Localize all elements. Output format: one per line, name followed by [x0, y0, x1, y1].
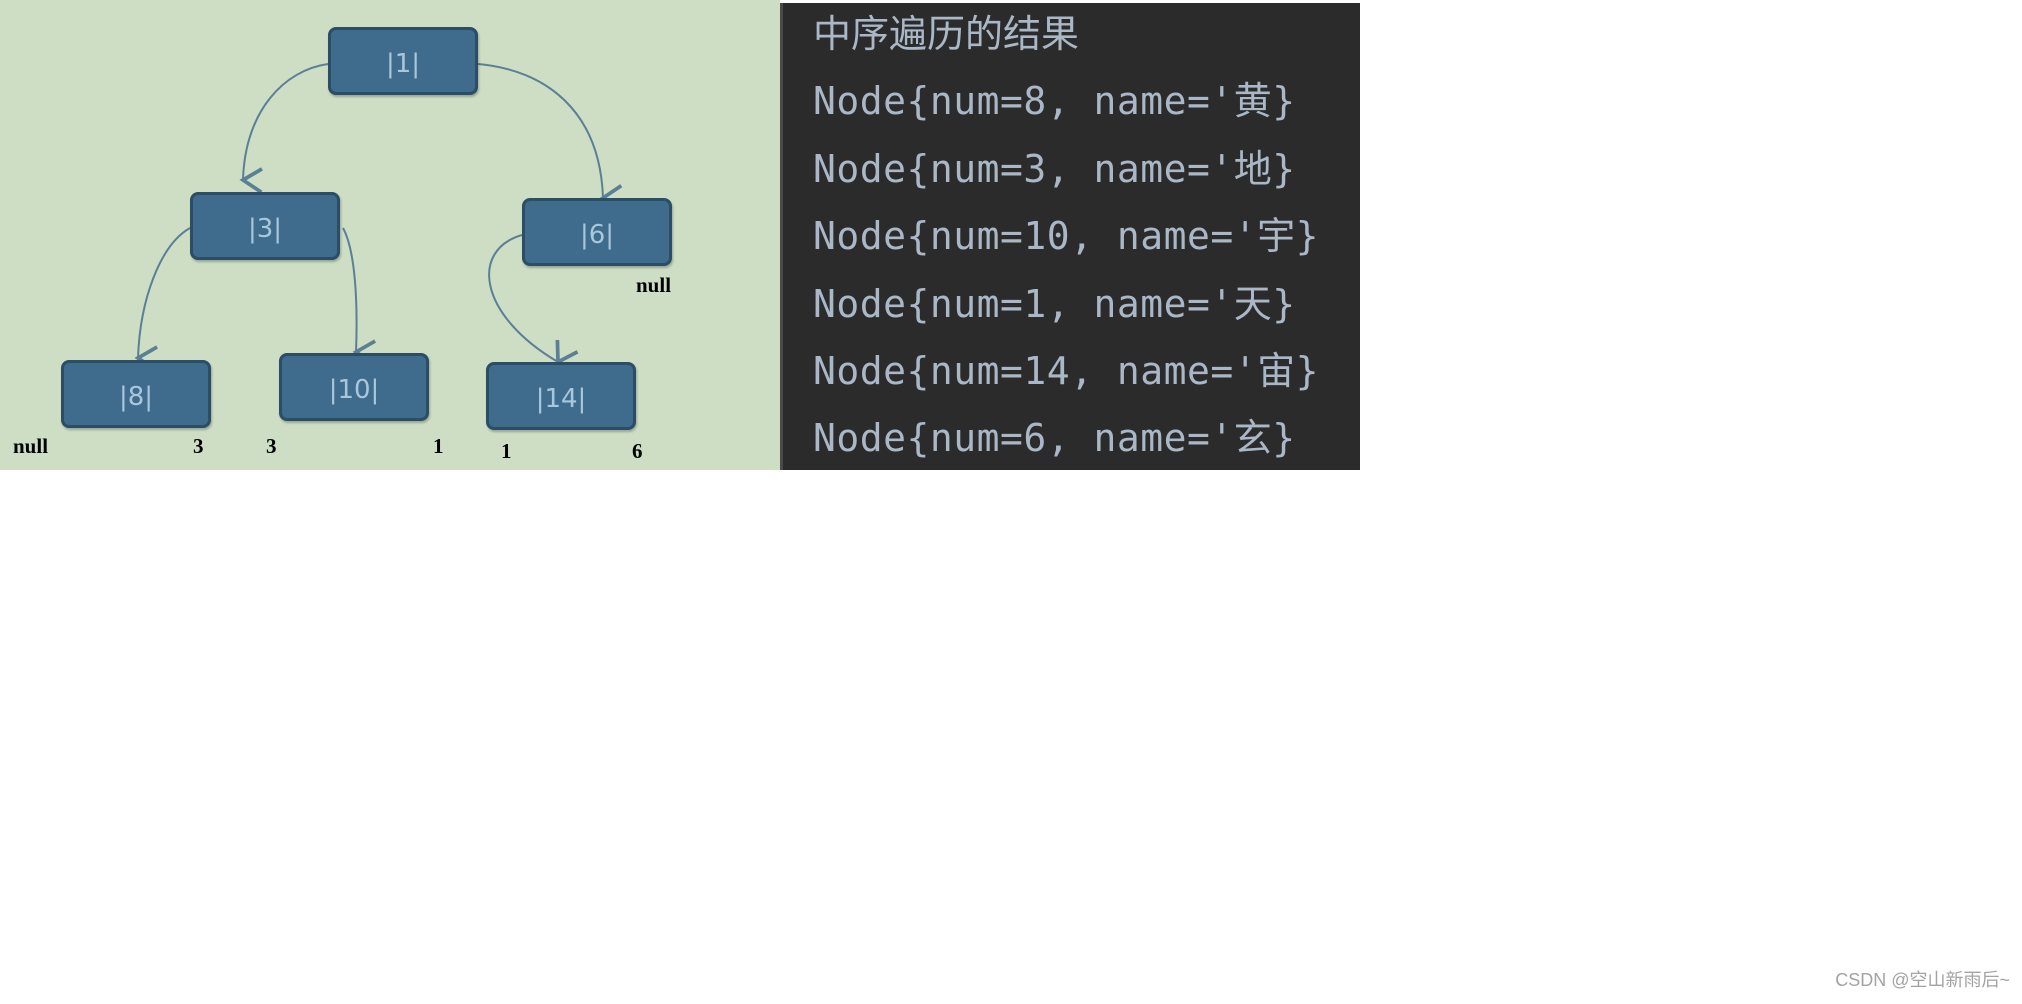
tree-node-6: |6| — [522, 198, 672, 266]
thread-label-node6-right: null — [636, 273, 672, 297]
console-line: Node{num=6, name='玄} — [813, 416, 1296, 460]
tree-node-14: |14| — [486, 362, 636, 430]
console-heading: 中序遍历的结果 — [813, 12, 1080, 56]
csdn-watermark: CSDN @空山新雨后~ — [1835, 970, 2010, 990]
tree-node-8: |8| — [61, 360, 211, 428]
thread-label-node10-left: 3 — [266, 434, 277, 458]
console-line: Node{num=14, name='宙} — [813, 349, 1320, 393]
console-line: Node{num=3, name='地} — [813, 147, 1296, 191]
edge-1-to-3 — [239, 63, 329, 194]
threaded-binary-tree-diagram: |1| |3| |6| |8| |10| |14| null null 3 3 … — [0, 0, 780, 470]
edge-1-to-6 — [477, 63, 623, 211]
thread-label-node10-right: 1 — [433, 434, 444, 458]
tree-node-1: |1| — [328, 27, 478, 95]
console-output-panel: 中序遍历的结果 Node{num=8, name='黄} Node{num=3,… — [780, 3, 1360, 470]
edge-3-to-10 — [342, 227, 377, 366]
console-line: Node{num=10, name='宇} — [813, 214, 1320, 258]
tree-edges — [134, 63, 623, 372]
thread-label-node14-left: 1 — [501, 439, 512, 463]
thread-label-node8-right: 3 — [193, 434, 204, 458]
thread-label-node14-right: 6 — [632, 439, 643, 463]
tree-node-3: |3| — [190, 192, 340, 260]
thread-label-node8-left: null — [13, 434, 49, 458]
edge-6-to-14 — [488, 234, 579, 366]
tree-node-10: |10| — [279, 353, 429, 421]
console-line: Node{num=8, name='黄} — [813, 79, 1296, 123]
edge-3-to-8 — [134, 227, 191, 372]
console-line: Node{num=1, name='天} — [813, 282, 1296, 326]
